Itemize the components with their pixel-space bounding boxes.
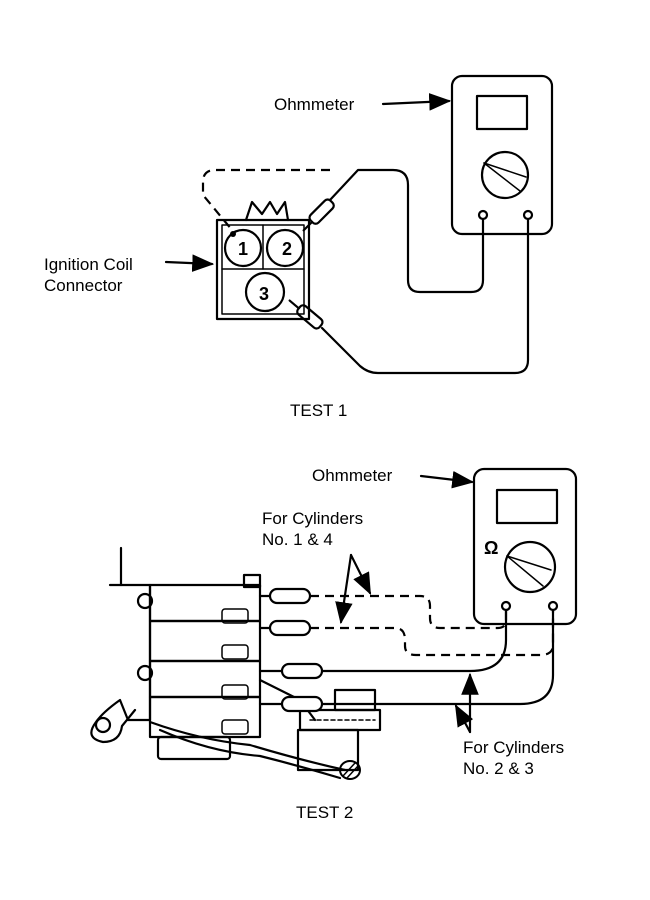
coil-pack-assembly [90, 546, 382, 780]
ohmmeter-dial[interactable] [480, 150, 530, 200]
ohmmeter-terminal-left[interactable] [477, 209, 489, 221]
bracket-hole [94, 716, 112, 734]
test2-lead-cyl1-dashed [310, 594, 508, 630]
cyl23-label-line2: No. 2 & 3 [463, 759, 534, 778]
coil-base [156, 735, 232, 761]
terminal-1 [223, 228, 263, 268]
terminal-1-label: 1 [238, 239, 248, 259]
terminal-3-label: 3 [259, 284, 269, 304]
connector-body [215, 218, 311, 321]
test2-probe-plugs [258, 587, 324, 713]
terminal-3 [244, 271, 286, 313]
ignition-coil-connector: 1 2 3 [215, 200, 311, 321]
coil-4 [148, 695, 262, 739]
test1-lead-left [328, 168, 485, 294]
test1-caption: TEST 1 [290, 401, 347, 420]
terminal-2 [265, 228, 305, 268]
connector-label-line1: Ignition Coil [44, 255, 133, 274]
mount-bolt [136, 664, 154, 682]
ohmmeter-case [472, 467, 578, 626]
cyl14-label-line1: For Cylinders [262, 509, 363, 528]
test1-ohmmeter-arrow [381, 93, 452, 111]
probe-plug-cyl2 [280, 662, 324, 680]
test1-lead-right [320, 217, 530, 375]
cyl14-arrow-b [349, 553, 372, 595]
test2-caption: TEST 2 [296, 803, 353, 822]
coil-3 [148, 659, 262, 699]
cyl14-label-line2: No. 1 & 4 [262, 530, 333, 549]
test1-probe-upper [302, 198, 335, 232]
cyl23-label-line1: For Cylinders [463, 738, 564, 757]
test1-ohmmeter-label: Ohmmeter [274, 95, 355, 114]
test2-ohmmeter-arrow [419, 470, 475, 489]
dial-needle [483, 162, 527, 178]
test2-ohmmeter-label: Ohmmeter [312, 466, 393, 485]
test1-group: Ohmmeter [44, 74, 554, 420]
mount-bolt [136, 592, 154, 610]
probe-plug-cyl1 [268, 587, 312, 605]
connector-latch [244, 200, 290, 222]
dial-needle [506, 555, 552, 571]
cyl14-arrow-a [335, 553, 353, 625]
terminal-2-label: 2 [282, 239, 292, 259]
test2-group: Ohmmeter Ω [90, 466, 578, 822]
test1-probe-lower [288, 299, 324, 330]
test1-jumper-dashed [201, 168, 330, 231]
connector-label-line2: Connector [44, 276, 123, 295]
probe-plug-cyl3 [280, 695, 324, 713]
mounting-bracket [90, 583, 152, 744]
ohmmeter-terminal-right[interactable] [522, 209, 534, 221]
coil-2 [148, 619, 262, 663]
ohm-symbol: Ω [484, 538, 498, 558]
probe-plug-cyl4 [268, 619, 312, 637]
ohmmeter-terminal-left[interactable] [500, 600, 512, 612]
dial-needle [506, 555, 544, 587]
ohmmeter-display [495, 488, 559, 525]
ohmmeter-terminal-right[interactable] [547, 600, 559, 612]
dial-needle [483, 162, 521, 192]
ohmmeter-case [450, 74, 554, 236]
test2-lead-cyl4-dashed [310, 610, 555, 657]
test2-lead-cyl2 [308, 608, 508, 673]
coil-1 [148, 583, 262, 623]
test2-lead-cyl3 [308, 608, 555, 706]
ohmmeter-display [475, 94, 529, 131]
test1-ohmmeter [450, 74, 554, 236]
connector-label-arrow [164, 254, 215, 272]
cyl23-arrow-b [454, 704, 474, 734]
harness-wire [148, 720, 347, 772]
test2-ohmmeter: Ω [472, 467, 578, 626]
ohmmeter-dial[interactable] [503, 540, 557, 594]
